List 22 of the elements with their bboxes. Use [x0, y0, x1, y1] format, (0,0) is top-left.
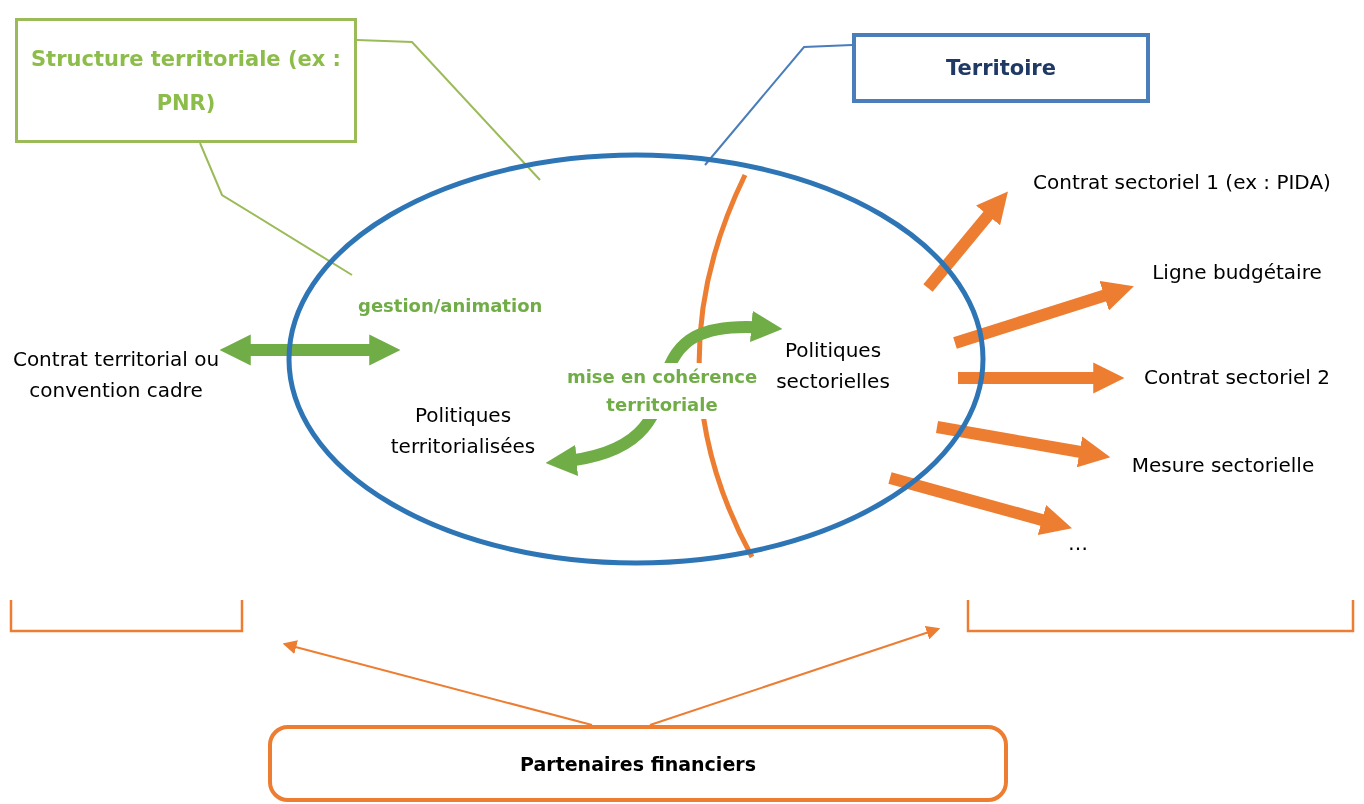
- arrow: [953, 280, 1134, 349]
- arrow: [958, 362, 1125, 394]
- node-text: Contrat territorial ou convention cadre: [11, 346, 221, 404]
- node-text: Contrat sectoriel 2: [1144, 363, 1330, 391]
- leader-line: [356, 39, 541, 181]
- partners-box: Partenaires financiers: [268, 725, 1008, 802]
- node-text: Ligne budgétaire: [1152, 258, 1322, 286]
- arrow: [935, 421, 1111, 468]
- arrow: [923, 191, 1008, 292]
- node-text: …: [1068, 529, 1088, 557]
- double-arrow: [219, 334, 401, 366]
- node-text: Politiques sectorielles: [775, 337, 891, 395]
- node-text: Politiques territorialisées: [389, 402, 537, 460]
- node-text: Contrat sectoriel 1 (ex : PIDA): [1033, 168, 1331, 196]
- arrow: [282, 640, 593, 726]
- node-text: Mesure sectorielle: [1131, 451, 1315, 479]
- leader-line: [199, 142, 353, 276]
- arrow: [888, 472, 1073, 536]
- leader-line: [704, 44, 853, 166]
- arrow: [649, 626, 941, 726]
- structure-box: Structure territoriale (ex : PNR): [15, 18, 357, 143]
- territory-box: Territoire: [852, 33, 1150, 103]
